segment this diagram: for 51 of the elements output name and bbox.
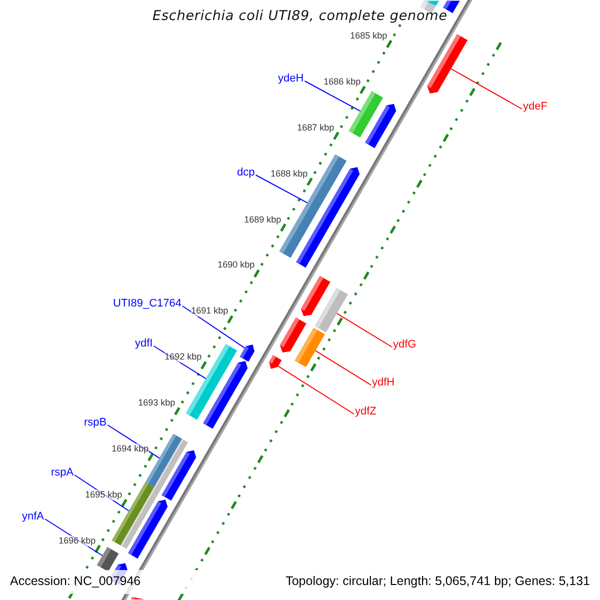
gene-block <box>203 361 248 429</box>
gene-bar <box>314 288 348 333</box>
gene-label: dcp <box>237 166 255 180</box>
position-label: 1693 kbp <box>138 398 176 409</box>
position-label: 1685 kbp <box>350 30 388 42</box>
gene-label: rspA <box>51 466 74 480</box>
gene-label: UTI89_C1764 <box>113 298 182 310</box>
position-label: 1690 kbp <box>218 260 255 271</box>
gene-block <box>427 34 468 94</box>
title: Escherichia coli UTI89, complete genome <box>152 7 448 25</box>
gene-block <box>443 0 460 14</box>
position-label: 1695 kbp <box>85 489 122 500</box>
position-label: 1688 kbp <box>270 168 308 180</box>
leader-line <box>336 312 392 348</box>
leader-line <box>74 474 130 512</box>
gene-label: ydeF <box>523 100 548 114</box>
leader-line <box>304 80 361 112</box>
gene-label: ydfG <box>393 338 416 352</box>
position-label: 1691 kbp <box>191 306 228 317</box>
accession-text: Accession: NC_007946 <box>10 574 141 589</box>
gene-block <box>280 318 306 353</box>
position-label: 1692 kbp <box>164 352 202 363</box>
gene-block <box>162 450 196 501</box>
leader-line <box>255 174 308 204</box>
position-label: 1696 kbp <box>58 535 96 546</box>
leader-line <box>153 346 206 380</box>
gene-bar <box>348 91 384 138</box>
leader-line <box>44 518 103 556</box>
gene-label: ydfZ <box>355 406 376 418</box>
gene-label: ynfA <box>22 510 44 524</box>
position-label: 1689 kbp <box>244 214 282 226</box>
position-label: 1687 kbp <box>297 122 334 134</box>
gene-label: ydfI <box>135 338 153 350</box>
gene-label: ydfH <box>372 376 395 390</box>
leader-line <box>182 306 246 349</box>
gene-block <box>240 344 254 362</box>
leader-line <box>107 424 160 459</box>
gene-label: ydeH <box>278 72 304 86</box>
gene-label: rspB <box>84 416 107 430</box>
leader-line <box>314 350 372 386</box>
gene-block <box>269 355 282 369</box>
gene-block <box>128 500 168 559</box>
position-label: 1686 kbp <box>324 76 361 88</box>
topology-text: Topology: circular; Length: 5,065,741 bp; Genes: 5,131 <box>286 574 590 589</box>
gene-bar <box>294 328 325 368</box>
position-label: 1694 kbp <box>112 444 149 455</box>
leader-line <box>278 366 354 414</box>
gene-block <box>130 597 145 600</box>
gene-bar <box>420 0 436 14</box>
gene-bar <box>424 0 439 6</box>
leader-line <box>450 68 522 110</box>
